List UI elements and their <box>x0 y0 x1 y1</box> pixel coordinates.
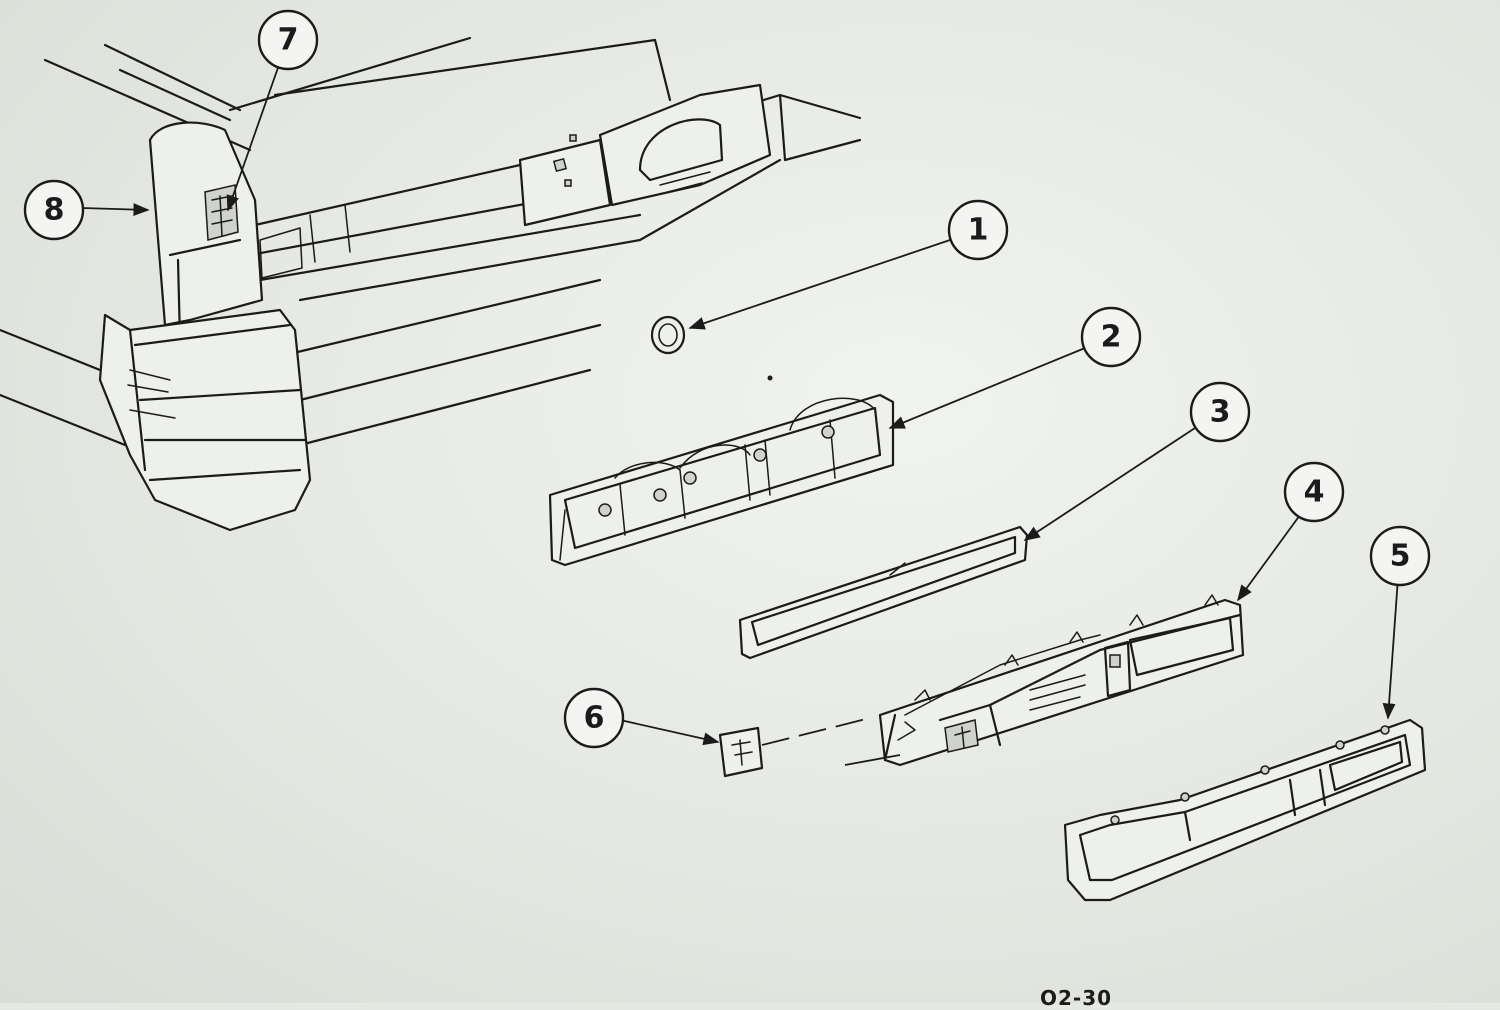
callout-2-label: 2 <box>1101 320 1122 355</box>
callout-8: 8 <box>23 179 85 241</box>
part-4-tail-lamp-lens <box>878 594 1245 767</box>
page-reference: O2-30 <box>1040 986 1113 1010</box>
callout-4: 4 <box>1283 461 1345 523</box>
callout-1-label: 1 <box>968 213 989 248</box>
callout-5: 5 <box>1369 525 1431 587</box>
part-6-marker-lens <box>718 726 764 778</box>
callout-4-label: 4 <box>1304 475 1325 510</box>
part-5-bezel <box>1063 718 1427 902</box>
callout-7-label: 7 <box>278 23 299 58</box>
callout-5-label: 5 <box>1390 539 1411 574</box>
part-1-gasket-ring <box>650 315 686 355</box>
callout-6-label: 6 <box>584 701 605 736</box>
callout-3-label: 3 <box>1210 395 1231 430</box>
vehicle-rear-body <box>0 36 862 532</box>
callout-8-label: 8 <box>44 193 65 228</box>
callout-3: 3 <box>1189 381 1251 443</box>
callout-1: 1 <box>947 199 1009 261</box>
callout-6: 6 <box>563 687 625 749</box>
stray-dot <box>767 375 773 381</box>
callout-leaders <box>81 61 1399 766</box>
part-2-lamp-housing <box>548 393 895 567</box>
callout-7: 7 <box>257 9 319 71</box>
part-3-lens-gasket <box>738 525 1029 660</box>
callout-2: 2 <box>1080 306 1142 368</box>
